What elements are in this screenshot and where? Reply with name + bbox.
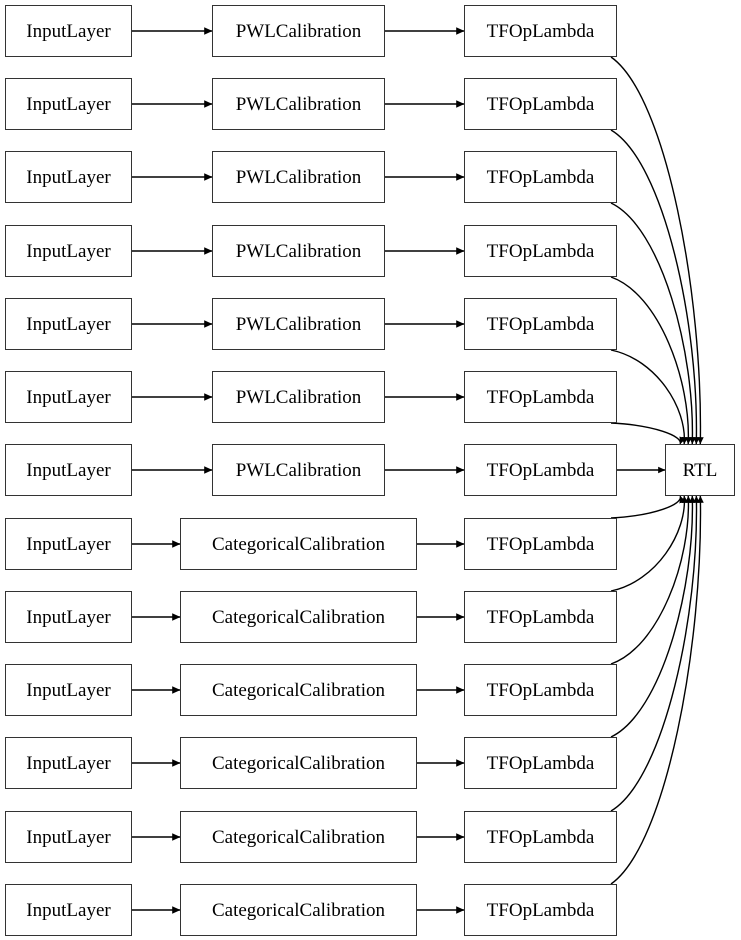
node-calibration-4-label: PWLCalibration bbox=[235, 313, 362, 335]
node-tf-op-lambda-9: TFOpLambda bbox=[464, 664, 617, 716]
node-input-layer-5-label: InputLayer bbox=[26, 386, 111, 408]
node-input-layer-8-label: InputLayer bbox=[26, 606, 111, 628]
node-calibration-1-label: PWLCalibration bbox=[235, 93, 362, 115]
node-calibration-0: PWLCalibration bbox=[212, 5, 385, 57]
node-tf-op-lambda-11-label: TFOpLambda bbox=[486, 826, 595, 848]
node-tf-op-lambda-3: TFOpLambda bbox=[464, 225, 617, 277]
node-input-layer-4: InputLayer bbox=[5, 298, 132, 350]
node-tf-op-lambda-5-label: TFOpLambda bbox=[486, 386, 595, 408]
node-tf-op-lambda-0: TFOpLambda bbox=[464, 5, 617, 57]
node-calibration-12: CategoricalCalibration bbox=[180, 884, 417, 936]
edge-op-to-rtl-5 bbox=[610, 422, 686, 445]
node-calibration-5-label: PWLCalibration bbox=[235, 386, 362, 408]
edge-op-to-rtl-9 bbox=[610, 495, 692, 665]
node-input-layer-12: InputLayer bbox=[5, 884, 132, 936]
node-calibration-6: PWLCalibration bbox=[212, 444, 385, 496]
node-calibration-2: PWLCalibration bbox=[212, 151, 385, 203]
node-calibration-6-label: PWLCalibration bbox=[235, 459, 362, 481]
node-tf-op-lambda-1: TFOpLambda bbox=[464, 78, 617, 130]
node-input-layer-3: InputLayer bbox=[5, 225, 132, 277]
node-input-layer-7: InputLayer bbox=[5, 518, 132, 570]
edge-op-to-rtl-8 bbox=[610, 495, 689, 592]
node-calibration-12-label: CategoricalCalibration bbox=[211, 899, 386, 921]
edge-op-to-rtl-11 bbox=[610, 495, 700, 812]
node-input-layer-9-label: InputLayer bbox=[26, 679, 111, 701]
node-input-layer-2-label: InputLayer bbox=[26, 166, 111, 188]
node-input-layer-10-label: InputLayer bbox=[26, 752, 111, 774]
node-calibration-10: CategoricalCalibration bbox=[180, 737, 417, 789]
node-calibration-11: CategoricalCalibration bbox=[180, 811, 417, 863]
node-tf-op-lambda-4: TFOpLambda bbox=[464, 298, 617, 350]
node-calibration-7-label: CategoricalCalibration bbox=[211, 533, 386, 555]
node-tf-op-lambda-9-label: TFOpLambda bbox=[486, 679, 595, 701]
node-input-layer-1: InputLayer bbox=[5, 78, 132, 130]
node-tf-op-lambda-2: TFOpLambda bbox=[464, 151, 617, 203]
edge-op-to-rtl-12 bbox=[610, 495, 704, 885]
node-calibration-11-label: CategoricalCalibration bbox=[211, 826, 386, 848]
node-input-layer-6: InputLayer bbox=[5, 444, 132, 496]
node-calibration-10-label: CategoricalCalibration bbox=[211, 752, 386, 774]
edge-op-to-rtl-4 bbox=[610, 349, 689, 445]
node-input-layer-0: InputLayer bbox=[5, 5, 132, 57]
node-calibration-1: PWLCalibration bbox=[212, 78, 385, 130]
node-calibration-8: CategoricalCalibration bbox=[180, 591, 417, 643]
node-tf-op-lambda-12: TFOpLambda bbox=[464, 884, 617, 936]
node-calibration-3-label: PWLCalibration bbox=[235, 240, 362, 262]
node-input-layer-10: InputLayer bbox=[5, 737, 132, 789]
node-input-layer-8: InputLayer bbox=[5, 591, 132, 643]
node-calibration-2-label: PWLCalibration bbox=[235, 166, 362, 188]
node-tf-op-lambda-5: TFOpLambda bbox=[464, 371, 617, 423]
node-tf-op-lambda-10: TFOpLambda bbox=[464, 737, 617, 789]
node-calibration-9: CategoricalCalibration bbox=[180, 664, 417, 716]
node-input-layer-4-label: InputLayer bbox=[26, 313, 111, 335]
node-tf-op-lambda-4-label: TFOpLambda bbox=[486, 313, 595, 335]
node-calibration-3: PWLCalibration bbox=[212, 225, 385, 277]
node-calibration-8-label: CategoricalCalibration bbox=[211, 606, 386, 628]
node-input-layer-6-label: InputLayer bbox=[26, 459, 111, 481]
node-tf-op-lambda-10-label: TFOpLambda bbox=[486, 752, 595, 774]
node-tf-op-lambda-8-label: TFOpLambda bbox=[486, 606, 595, 628]
node-input-layer-11: InputLayer bbox=[5, 811, 132, 863]
node-tf-op-lambda-2-label: TFOpLambda bbox=[486, 166, 595, 188]
node-tf-op-lambda-3-label: TFOpLambda bbox=[486, 240, 595, 262]
edge-op-to-rtl-10 bbox=[610, 495, 696, 738]
edge-op-to-rtl-2 bbox=[610, 202, 696, 445]
node-tf-op-lambda-11: TFOpLambda bbox=[464, 811, 617, 863]
edge-op-to-rtl-1 bbox=[610, 129, 700, 445]
node-tf-op-lambda-7: TFOpLambda bbox=[464, 518, 617, 570]
node-input-layer-5: InputLayer bbox=[5, 371, 132, 423]
node-input-layer-3-label: InputLayer bbox=[26, 240, 111, 262]
node-input-layer-1-label: InputLayer bbox=[26, 93, 111, 115]
node-tf-op-lambda-6: TFOpLambda bbox=[464, 444, 617, 496]
node-tf-op-lambda-7-label: TFOpLambda bbox=[486, 533, 595, 555]
node-tf-op-lambda-0-label: TFOpLambda bbox=[486, 20, 595, 42]
node-input-layer-2: InputLayer bbox=[5, 151, 132, 203]
node-input-layer-0-label: InputLayer bbox=[26, 20, 111, 42]
node-rtl: RTL bbox=[665, 444, 735, 496]
edge-op-to-rtl-0 bbox=[610, 56, 704, 445]
node-tf-op-lambda-12-label: TFOpLambda bbox=[486, 899, 595, 921]
node-calibration-0-label: PWLCalibration bbox=[235, 20, 362, 42]
node-calibration-5: PWLCalibration bbox=[212, 371, 385, 423]
node-tf-op-lambda-6-label: TFOpLambda bbox=[486, 459, 595, 481]
node-calibration-7: CategoricalCalibration bbox=[180, 518, 417, 570]
node-input-layer-12-label: InputLayer bbox=[26, 899, 111, 921]
node-calibration-9-label: CategoricalCalibration bbox=[211, 679, 386, 701]
node-tf-op-lambda-1-label: TFOpLambda bbox=[486, 93, 595, 115]
node-input-layer-9: InputLayer bbox=[5, 664, 132, 716]
node-calibration-4: PWLCalibration bbox=[212, 298, 385, 350]
edge-op-to-rtl-3 bbox=[610, 276, 692, 445]
node-rtl-label: RTL bbox=[682, 459, 718, 481]
node-tf-op-lambda-8: TFOpLambda bbox=[464, 591, 617, 643]
node-input-layer-7-label: InputLayer bbox=[26, 533, 111, 555]
node-input-layer-11-label: InputLayer bbox=[26, 826, 111, 848]
edge-op-to-rtl-7 bbox=[610, 495, 686, 519]
